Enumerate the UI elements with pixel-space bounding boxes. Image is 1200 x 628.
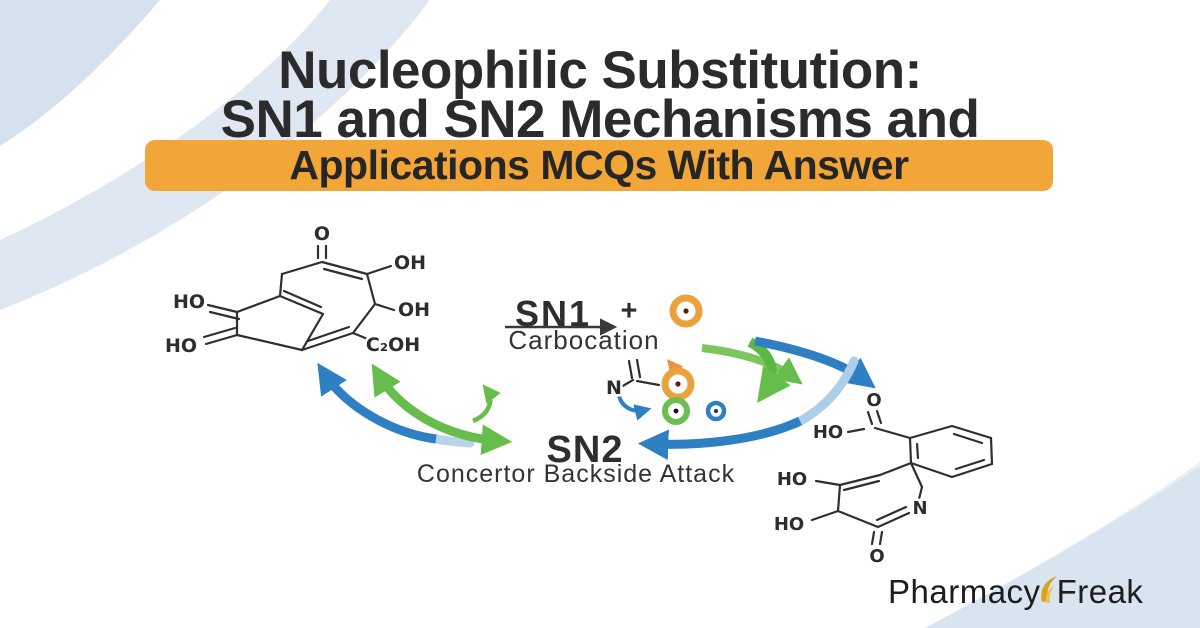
atom-label-oh-right: OH: [398, 299, 430, 321]
left-molecule-bonds: [202, 244, 396, 352]
atom-label-o-bottom: O: [869, 546, 884, 567]
right-molecule-labels: O HO HO HO N O: [771, 388, 930, 570]
title-block: Nucleophilic Substitution: SN1 and SN2 M…: [0, 41, 1200, 149]
logo-swoosh-icon: [1040, 576, 1057, 603]
right-product-molecule: O HO HO HO N O: [771, 388, 994, 570]
logo-word-freak: Freak: [1056, 573, 1144, 610]
sn2-label: SN2: [546, 429, 624, 471]
atom-label-ho-bottom: HO: [165, 335, 197, 357]
pharmacy-freak-logo: Pharmacy Freak: [888, 573, 1143, 611]
sn2-description: Concertor Backside Attack: [416, 460, 736, 488]
logo-word-pharmacy: Pharmacy: [888, 573, 1041, 610]
atom-label-o-acid: O: [866, 390, 881, 411]
highlight-banner: Applications MCQs With Answer: [145, 140, 1053, 191]
atom-label-ho-top: HO: [173, 291, 205, 313]
atom-label-o: O: [314, 223, 330, 245]
highlight-text: Applications MCQs With Answer: [289, 142, 909, 188]
plus-sign: +: [620, 295, 638, 327]
right-molecule-bonds: [810, 409, 994, 546]
atom-label-ho-top: HO: [777, 469, 807, 490]
atom-label-ho-acid: HO: [813, 422, 843, 443]
atom-label-oh-top-right: OH: [394, 252, 426, 274]
atom-label-n: N: [912, 498, 927, 519]
title-line-2: SN1 and SN2 Mechanisms and: [220, 90, 980, 149]
title-line-1: Nucleophilic Substitution:: [278, 41, 922, 100]
wave-top-left-corner: [0, 0, 160, 146]
sn1-description: Carbocation: [508, 325, 660, 355]
left-molecule-labels: O OH OH C₂OH HO HO: [162, 221, 432, 360]
wave-bottom-right: [925, 466, 1200, 628]
left-reactant-molecule: O OH OH C₂OH HO HO: [162, 221, 432, 360]
atom-label-ho-bottom: HO: [774, 514, 804, 535]
atom-label-c2oh: C₂OH: [366, 334, 420, 356]
